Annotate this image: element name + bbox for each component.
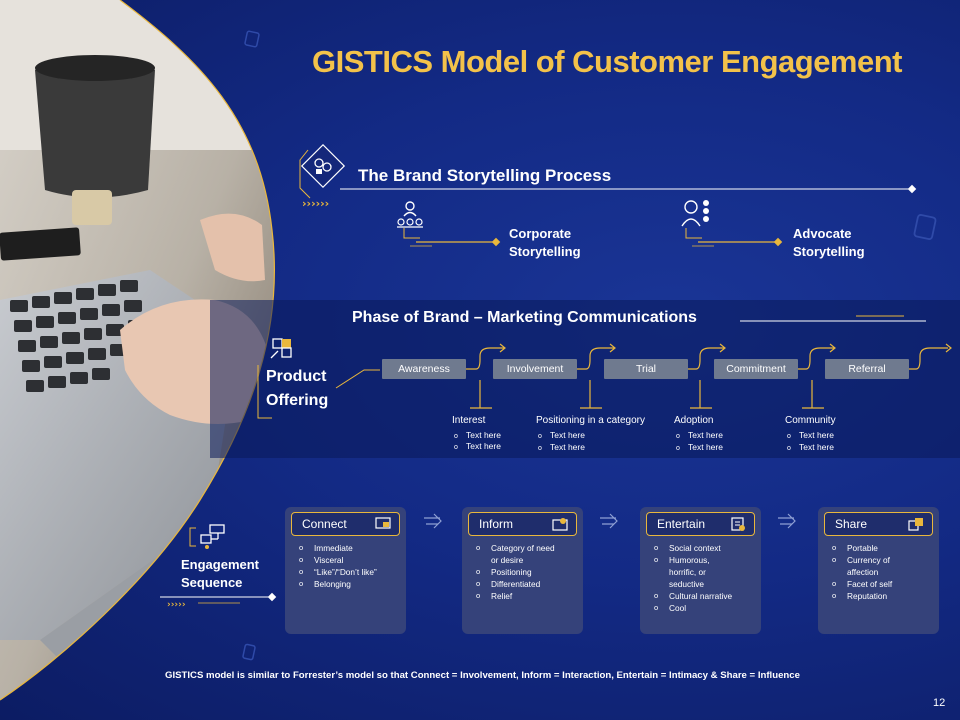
page-title: GISTICS Model of Customer Engagement [312,44,903,79]
phase-detail-item: Text here [538,442,585,452]
card-connect: Connect Immediate Visceral “Like”/“Don’t… [285,507,406,634]
card-header: Connect [291,512,400,536]
phase-involvement: Involvement [493,359,577,379]
people-network-icon [396,200,424,228]
phase-detail-head: Community [785,415,836,426]
corporate-storytelling-label: Corporate Storytelling [509,226,581,259]
list-item: Facet of self [832,578,892,590]
phase-detail-head: Interest [452,415,486,426]
list-item: horrific, or [669,567,706,577]
phase-detail-head: Positioning in a category [536,415,645,426]
engagement-flow-icon [200,523,226,549]
card-header: Share [824,512,933,536]
phase-detail-item: Text here [787,430,834,440]
list-item: or desire [491,555,524,565]
card-header: Inform [468,512,577,536]
list-item: Currency of [832,554,892,566]
connect-icon [375,517,391,531]
phases-band [210,300,960,458]
brand-story-icon [313,157,333,175]
card-inform: Inform Category of need or desire Positi… [462,507,583,634]
list-item: Reputation [832,590,892,602]
phase-detail-item: Text here [454,430,501,440]
card-header: Entertain [646,512,755,536]
list-item: Cool [654,602,732,614]
product-box-icon [270,336,294,360]
card-title: Entertain [657,517,706,531]
list-item: Immediate [299,542,377,554]
list-item: Social context [654,542,732,554]
phase-detail-item: Text here [787,442,834,452]
phases-title: Phase of Brand – Marketing Communication… [352,309,697,326]
phase-detail-item: Text here [538,430,585,440]
card-title: Connect [302,517,347,531]
list-item: Humorous, [654,554,732,566]
footer-note: GISTICS model is similar to Forrester’s … [165,670,800,681]
phase-awareness: Awareness [382,359,466,379]
card-list: Immediate Visceral “Like”/“Don’t like” B… [299,542,377,590]
page-number: 12 [933,697,946,709]
storytelling-title: The Brand Storytelling Process [358,166,612,185]
list-item: Positioning [476,566,555,578]
phase-referral: Referral [825,359,909,379]
engagement-sequence-label: Engagement Sequence [181,557,260,590]
advocate-storytelling-label: Advocate Storytelling [793,226,865,259]
phase-detail-item: Text here [676,430,723,440]
card-share: Share Portable Currency of affection Fac… [818,507,939,634]
phase-trial: Trial [604,359,688,379]
list-item: Portable [832,542,892,554]
list-item: seductive [669,579,705,589]
list-item: affection [847,567,879,577]
inform-icon [552,517,568,531]
list-item: Visceral [299,554,377,566]
phase-detail-item: Text here [676,442,723,452]
list-item: “Like”/“Don’t like” [299,566,377,578]
phase-detail-head: Adoption [674,415,714,426]
list-item: Differentiated [476,578,555,590]
share-icon [908,517,924,531]
list-item: Category of need [476,542,555,554]
card-list: Portable Currency of affection Facet of … [832,542,892,602]
list-item: Relief [476,590,555,602]
list-item: Belonging [299,578,377,590]
card-title: Inform [479,517,514,531]
product-offering-label: Product Offering [266,368,329,409]
svg-text:›››››: ››››› [167,600,186,610]
phase-detail-item: Text here [454,441,501,451]
svg-text:››››››: ›››››› [302,197,329,210]
card-title: Share [835,517,868,531]
advocate-person-icon [680,198,712,228]
entertain-icon [730,517,746,531]
phase-commitment: Commitment [714,359,798,379]
card-list: Category of need or desire Positioning D… [476,542,555,602]
card-list: Social context Humorous, horrific, or se… [654,542,732,614]
card-entertain: Entertain Social context Humorous, horri… [640,507,761,634]
list-item: Cultural narrative [654,590,732,602]
